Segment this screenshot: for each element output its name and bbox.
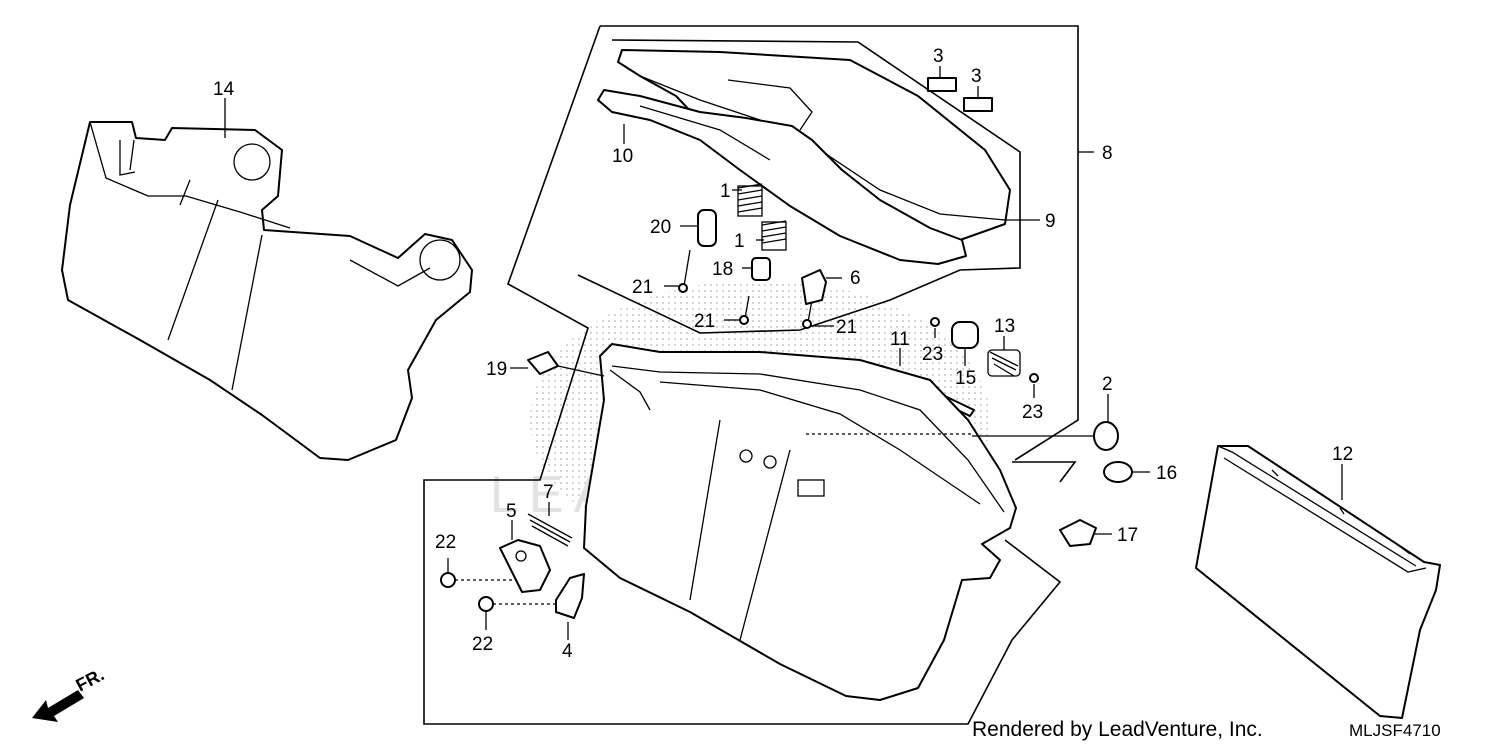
callout-14: 14 bbox=[213, 79, 235, 100]
assembly-frame-8 bbox=[600, 25, 1079, 461]
side-cover-14 bbox=[61, 121, 473, 461]
assembly-frames bbox=[423, 25, 1079, 725]
callout-9: 9 bbox=[1045, 211, 1056, 232]
bracket-6 bbox=[801, 269, 827, 305]
clip-23b bbox=[1029, 373, 1039, 383]
spring-1b bbox=[761, 220, 787, 251]
callout-5: 5 bbox=[506, 501, 517, 522]
label-3b bbox=[963, 97, 993, 112]
callout-16: 16 bbox=[1156, 463, 1177, 484]
callout-10: 10 bbox=[612, 146, 633, 167]
front-direction-indicator: FR. bbox=[28, 664, 128, 724]
callout-1b: 1 bbox=[734, 231, 745, 252]
callout-11: 11 bbox=[890, 329, 910, 350]
callout-23b: 23 bbox=[1022, 402, 1043, 423]
damper-15 bbox=[951, 321, 979, 349]
assembly-frame-box bbox=[423, 25, 1062, 725]
grommet-16 bbox=[1103, 461, 1133, 483]
callout-23a: 23 bbox=[922, 344, 943, 365]
callout-18: 18 bbox=[712, 259, 733, 280]
callout-15: 15 bbox=[955, 368, 976, 389]
callout-21c: 21 bbox=[836, 317, 857, 338]
callout-2: 2 bbox=[1102, 374, 1113, 395]
callout-20: 20 bbox=[650, 217, 671, 238]
lever-4 bbox=[555, 573, 585, 619]
screw-22a bbox=[440, 572, 456, 588]
label-3a bbox=[927, 77, 957, 92]
render-credit: Rendered by LeadVenture, Inc. bbox=[972, 718, 1263, 741]
inner-lid-10 bbox=[597, 89, 967, 265]
spring-1a bbox=[737, 183, 763, 217]
callout-3a: 3 bbox=[933, 46, 944, 67]
callout-22b: 22 bbox=[472, 634, 493, 655]
storage-box-8 bbox=[583, 343, 1017, 701]
callout-4: 4 bbox=[562, 641, 573, 662]
callout-1a: 1 bbox=[720, 181, 731, 202]
callout-19: 19 bbox=[486, 359, 507, 380]
collar-20 bbox=[697, 209, 717, 247]
callout-13: 13 bbox=[994, 316, 1015, 337]
spring-7 bbox=[527, 513, 573, 547]
arrow-left-icon: FR. bbox=[32, 664, 107, 722]
callout-12: 12 bbox=[1332, 444, 1353, 465]
callout-21b: 21 bbox=[694, 311, 715, 332]
callout-7: 7 bbox=[543, 482, 554, 503]
callout-labels: 3 3 8 9 10 14 1 1 20 18 6 21 21 21 11 13… bbox=[213, 46, 1353, 662]
collar-18 bbox=[751, 257, 771, 281]
leader-lines bbox=[224, 66, 1343, 640]
callout-3b: 3 bbox=[971, 66, 982, 87]
latch-5 bbox=[499, 539, 551, 593]
diagram-code: MLJSF4710 bbox=[1349, 721, 1441, 740]
screw-21a bbox=[678, 249, 691, 293]
seal-17 bbox=[1059, 519, 1097, 547]
callout-22a: 22 bbox=[435, 532, 456, 553]
grommet-2 bbox=[1093, 421, 1119, 451]
callout-8: 8 bbox=[1102, 143, 1113, 164]
lid-subframe bbox=[577, 39, 1021, 334]
callout-21a: 21 bbox=[632, 277, 653, 298]
screw-22b bbox=[478, 596, 494, 612]
callout-17: 17 bbox=[1117, 525, 1138, 546]
panel-12 bbox=[1195, 445, 1441, 719]
torsion-spring-13 bbox=[987, 349, 1021, 377]
clip-23a bbox=[930, 317, 940, 327]
grommet-frame bbox=[1012, 461, 1077, 483]
callout-6: 6 bbox=[850, 268, 861, 289]
